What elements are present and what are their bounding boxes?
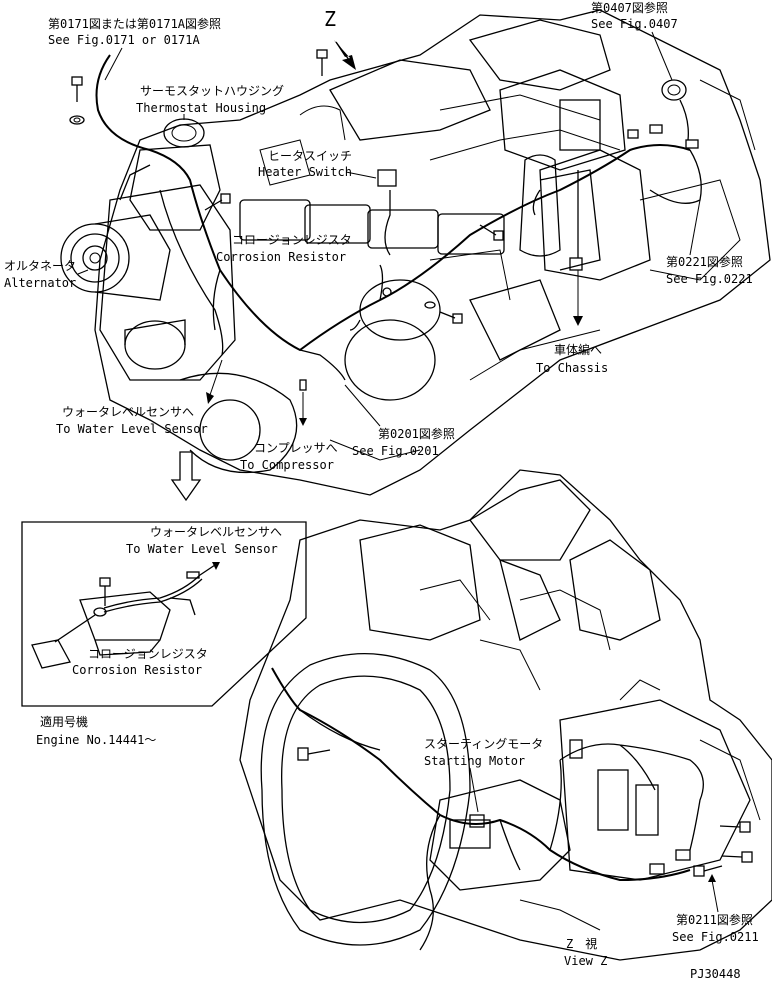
heater-switch-part [377,169,397,187]
inset-water-sensor-en-label: To Water Level Sensor [126,542,278,556]
compressor-ja-label: コンプレッサへ [254,441,338,455]
engine-no-ja-label: 適用号機 [40,714,88,729]
lower-engine-drawing [239,469,772,961]
fig0221-en-label: See Fig.0221 [666,272,753,286]
view-z-arrow: Z [324,7,356,70]
bolt-icon [204,193,231,211]
fig0171-en-label: See Fig.0171 or 0171A [48,33,200,47]
starting-motor-ja-label: スターティングモータ [424,737,543,751]
starting-motor-en-label: Starting Motor [424,754,525,768]
bolt-icon [297,747,331,761]
bolt-icon [693,865,723,877]
thermostat-ja-label: サーモスタットハウジング [140,84,284,98]
connector-icon [627,129,639,139]
bolt-icon [719,821,751,833]
bolt-icon [316,49,328,76]
bolt-icon [71,76,83,102]
chassis-ja-label: 車体編へ [554,342,602,357]
view-z-ja-label: Z 視 [566,936,597,951]
bolt-icon [439,311,463,324]
bolt-icon [721,851,753,863]
heater-switch-ja-label: ヒータスイッチ [268,149,352,163]
compressor-en-label: To Compressor [240,458,334,472]
fig0221-ja-label: 第0221図参照 [666,254,743,269]
connector-icon [649,863,665,875]
inset-callout-arrow [170,451,202,502]
thermostat-en-label: Thermostat Housing [136,101,266,115]
inset-corrosion-en-label: Corrosion Resistor [72,663,202,677]
fig0171-ja-label: 第0171図または第0171A図参照 [48,16,221,31]
fig0211-ja-label: 第0211図参照 [676,912,753,927]
inset-detail: ウォータレベルセンサへ To Water Level Sensor コロージョン… [21,521,307,707]
connector-icon [675,849,691,861]
water-sensor-en-label: To Water Level Sensor [56,422,208,436]
connector-icon [649,124,663,134]
fig0407-en-label: See Fig.0407 [591,17,678,31]
view-z-en-label: View Z [564,954,607,968]
lower-wiring-harness [271,667,704,951]
chassis-en-label: To Chassis [536,361,608,375]
inset-water-sensor-ja-label: ウォータレベルセンサへ [150,525,282,539]
view-z-letter: Z [324,7,336,31]
connector-icon [299,379,307,391]
connector-icon [685,139,699,149]
heater-switch-en-label: Heater Switch [258,165,352,179]
corrosion-resistor-en-label: Corrosion Resistor [216,250,346,264]
alternator-ja-label: オルタネータ [4,259,76,273]
fig0211-en-label: See Fig.0211 [672,930,759,944]
fig0201-en-label: See Fig.0201 [352,444,439,458]
drawing-code: PJ30448 [690,967,741,981]
connector-icon [469,814,485,828]
engine-no-en-label: Engine No.14441～ [36,733,156,747]
sensor-icon [661,79,687,101]
water-sensor-ja-label: ウォータレベルセンサへ [62,405,194,419]
connector-icon [569,257,583,271]
corrosion-resistor-ja-label: コロージョンレジスタ [232,233,352,247]
fig0201-ja-label: 第0201図参照 [378,426,455,441]
upper-engine-drawing [60,9,771,496]
washer-icon [69,115,85,125]
alternator-en-label: Alternator [4,276,76,290]
washer-icon [424,301,436,309]
inset-corrosion-ja-label: コロージョンレジスタ [88,647,208,661]
fig0407-ja-label: 第0407図参照 [591,0,668,15]
